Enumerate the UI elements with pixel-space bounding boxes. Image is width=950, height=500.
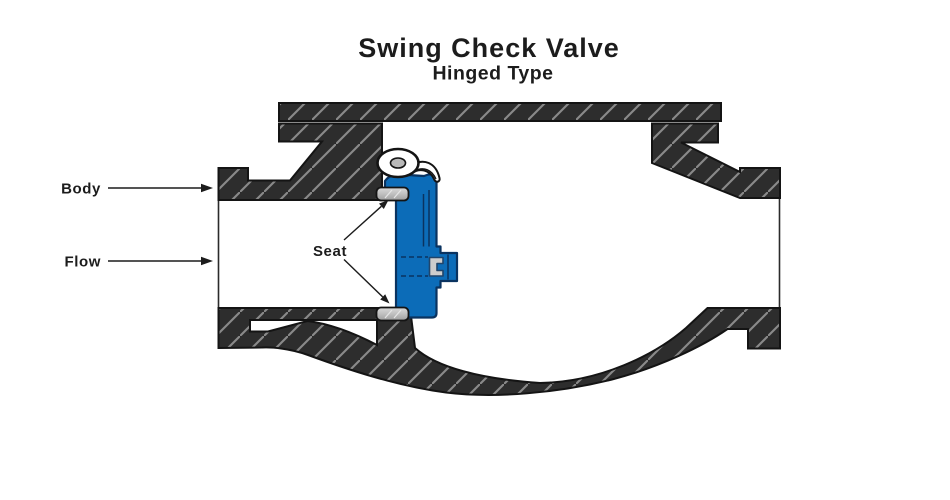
valve-bonnet-cover: [278, 102, 722, 122]
seat-arrow-lower-head: [380, 294, 390, 304]
seat-label: Seat: [313, 243, 347, 260]
diagram-title: Swing Check Valve: [358, 33, 620, 63]
seat-arrow-upper-line: [343, 205, 382, 241]
seat-ring-bottom: [375, 306, 410, 322]
disc-hinge-nut: [428, 256, 444, 277]
valve-body-outlet-top-wall: [651, 122, 781, 199]
bore-face-lines: [217, 199, 781, 308]
seat-ring-top: [375, 186, 410, 202]
body-arrow-head: [201, 183, 213, 193]
disc-detail-lines: [422, 190, 449, 280]
flow-arrow-head: [201, 256, 213, 266]
callout-seat: Seat: [313, 200, 390, 304]
callout-body: Body: [61, 181, 213, 198]
hinge-pin-center: [389, 157, 407, 169]
disc-centerlines: [401, 256, 428, 277]
diagram-subtitle: Hinged Type: [432, 63, 553, 85]
valve-body-inlet-top-wall: [217, 122, 383, 201]
seat-arrow-lower-line: [343, 258, 384, 298]
seat-arrow-upper-head: [379, 200, 389, 209]
flow-label: Flow: [64, 254, 101, 271]
body-label: Body: [61, 181, 101, 198]
callout-flow: Flow: [64, 254, 213, 271]
valve-body-bottom-shell: [217, 307, 781, 396]
